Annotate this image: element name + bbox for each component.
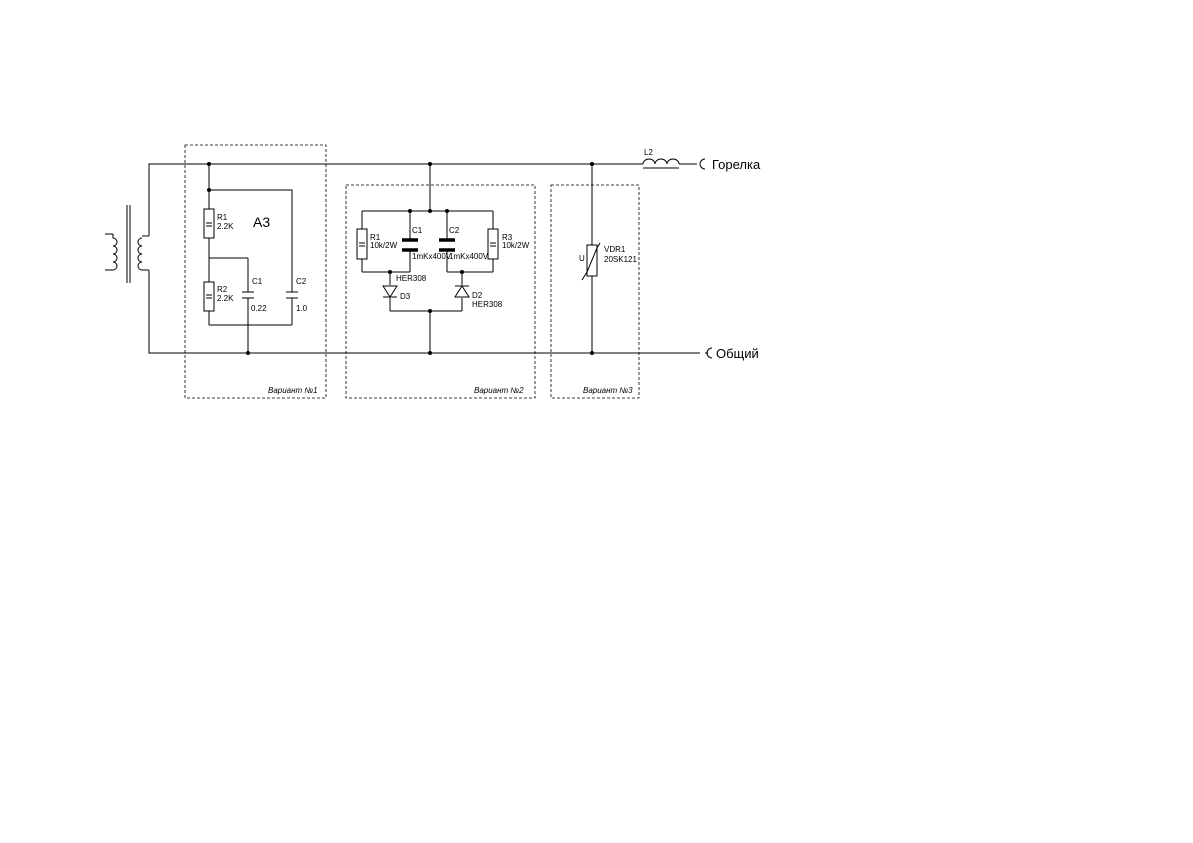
v2-r1-ref: R1 bbox=[370, 233, 381, 242]
variant1-caption: Вариант №1 bbox=[268, 386, 318, 395]
terminal-common[interactable]: Общий bbox=[706, 346, 759, 361]
v2-capacitor-c1: C1 1mKx400V bbox=[402, 226, 452, 261]
v1-r2-ref: R2 bbox=[217, 285, 228, 294]
v2-d3-part: HER308 bbox=[396, 274, 427, 283]
v2-d3-ref: D3 bbox=[400, 292, 411, 301]
v2-r1-value: 10k/2W bbox=[370, 241, 398, 250]
v1-r2-value: 2.2K bbox=[217, 294, 234, 303]
v1-c2-value: 1.0 bbox=[296, 304, 308, 313]
v1-c1-ref: C1 bbox=[252, 277, 263, 286]
v2-resistor-r3: R3 10k/2W bbox=[487, 228, 530, 260]
v2-c1-value: 1mKx400V bbox=[412, 252, 452, 261]
v2-diode-d2: D2 HER308 bbox=[454, 285, 503, 309]
v2-resistor-r1: R1 10k/2W bbox=[356, 228, 398, 260]
v2-d2-ref: D2 bbox=[472, 291, 483, 300]
l2-label: L2 bbox=[644, 148, 653, 157]
variant2-block: Вариант №2 R1 10k/2W R3 10k bbox=[345, 162, 536, 399]
v1-resistor-r1: R1 2.2K bbox=[203, 208, 234, 239]
v2-diode-d3: HER308 D3 bbox=[382, 274, 427, 301]
v1-c2-ref: C2 bbox=[296, 277, 307, 286]
v2-d2-part: HER308 bbox=[472, 300, 503, 309]
v3-varistor-vdr1: U VDR1 20SK121 bbox=[579, 242, 637, 281]
terminal-torch-label: Горелка bbox=[712, 157, 761, 172]
v2-r3-value: 10k/2W bbox=[502, 241, 530, 250]
v1-capacitor-c2: C2 1.0 bbox=[286, 277, 308, 313]
v1-capacitor-c1: C1 0.22 bbox=[242, 277, 267, 313]
v2-c2-value: 1mKx400V bbox=[449, 252, 489, 261]
v1-r1-value: 2.2K bbox=[217, 222, 234, 231]
v3-vdr-value: 20SK121 bbox=[604, 255, 637, 264]
v3-vdr-symbol: U bbox=[579, 254, 585, 263]
v2-c2-ref: C2 bbox=[449, 226, 460, 235]
v2-capacitor-c2: C2 1mKx400V bbox=[439, 226, 489, 261]
v3-vdr-ref: VDR1 bbox=[604, 245, 626, 254]
variant3-block: Вариант №3 U VDR1 20SK121 bbox=[550, 162, 640, 399]
terminal-torch[interactable]: Горелка bbox=[699, 157, 761, 172]
variant2-caption: Вариант №2 bbox=[474, 386, 524, 395]
inductor-l2: L2 bbox=[642, 148, 680, 169]
main-wiring bbox=[148, 163, 700, 354]
v1-resistor-r2: R2 2.2K bbox=[203, 281, 234, 312]
v1-c1-value: 0.22 bbox=[251, 304, 267, 313]
v2-c1-ref: C1 bbox=[412, 226, 423, 235]
v1-r1-ref: R1 bbox=[217, 213, 228, 222]
v2-r3-ref: R3 bbox=[502, 233, 513, 242]
variant1-block: Вариант №1 A3 R1 2.2K R2 2.2K C1 bbox=[184, 144, 327, 399]
variant3-caption: Вариант №3 bbox=[583, 386, 633, 395]
transformer bbox=[105, 205, 149, 283]
variant1-title: A3 bbox=[253, 214, 270, 230]
terminal-common-label: Общий bbox=[716, 346, 759, 361]
